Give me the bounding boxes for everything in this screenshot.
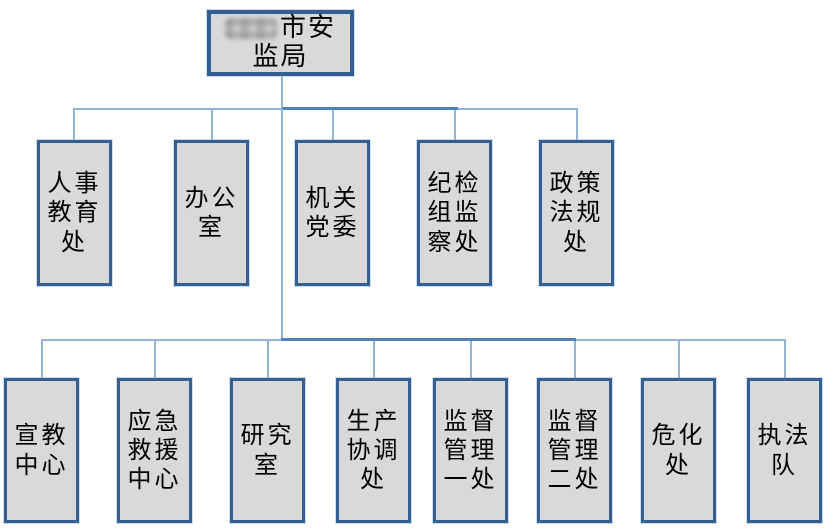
root-label-line2: 监局 [252, 42, 309, 72]
box-personnel-education-division: 人事 教育 处 [37, 140, 112, 286]
box-discipline-inspection-division: 纪检 组监 察处 [417, 140, 492, 286]
box-emergency-rescue-center: 应急 救援 中心 [117, 378, 192, 523]
box-production-coordination-division: 生产 协调 处 [336, 378, 411, 523]
box-city-safety-supervision-bureau: 市安 监局 [207, 10, 354, 76]
root-label-line1: 市安 [224, 13, 336, 43]
box-publicity-education-center: 宣教 中心 [4, 378, 79, 523]
redacted-city-name-blur [224, 18, 277, 39]
connector-drop-discipline-inspection [454, 110, 456, 140]
box-party-committee: 机关 党委 [295, 140, 370, 286]
connector-level3-bus-dark-segment [281, 338, 576, 341]
connector-drop-law-enforcement-team [784, 341, 786, 378]
box-research-office: 研究 室 [230, 378, 305, 523]
connector-root-stem [281, 76, 283, 109]
connector-drop-general-office [211, 110, 213, 140]
connector-drop-supervision-management-2 [574, 341, 576, 378]
connector-drop-production-coordination [373, 341, 375, 378]
connector-drop-hazardous-chemicals [678, 341, 680, 378]
box-supervision-management-division-2: 监督 管理 二处 [537, 378, 612, 523]
connector-drop-party-committee [332, 110, 334, 140]
box-general-office: 办公 室 [174, 140, 249, 286]
connector-center-stem [281, 108, 283, 340]
connector-drop-emergency-rescue-center [154, 341, 156, 378]
box-hazardous-chemicals-division: 危化 处 [641, 378, 716, 523]
box-supervision-management-division-1: 监督 管理 一处 [433, 378, 508, 523]
box-policy-regulation-division: 政策 法规 处 [539, 140, 614, 286]
connector-drop-personnel-education [73, 110, 75, 140]
root-label-line1-text: 市安 [279, 13, 336, 43]
connector-level2-bus-dark-segment [282, 107, 458, 110]
connector-drop-policy-regulation [576, 110, 578, 140]
connector-drop-publicity-education-center [41, 341, 43, 378]
box-law-enforcement-team: 执法 队 [747, 378, 822, 523]
connector-drop-supervision-management-1 [470, 341, 472, 378]
connector-drop-research-office [267, 341, 269, 378]
